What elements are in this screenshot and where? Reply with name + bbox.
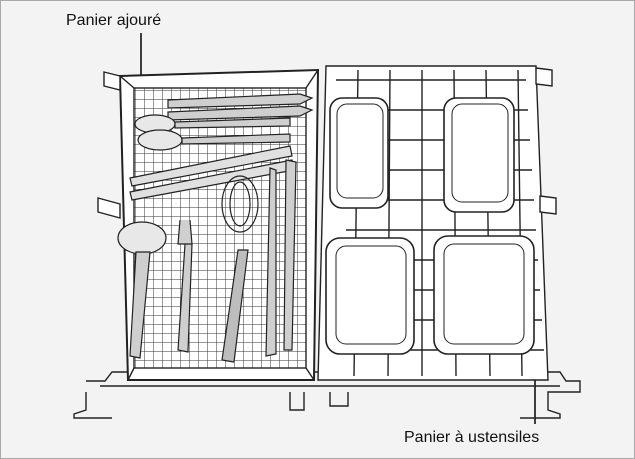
label-utensil-basket: Panier à ustensiles	[404, 429, 540, 446]
cutlery	[117, 93, 314, 363]
bowls	[325, 97, 535, 355]
rack-base	[73, 371, 581, 419]
label-perforated-basket: Panier ajouré	[66, 12, 162, 29]
